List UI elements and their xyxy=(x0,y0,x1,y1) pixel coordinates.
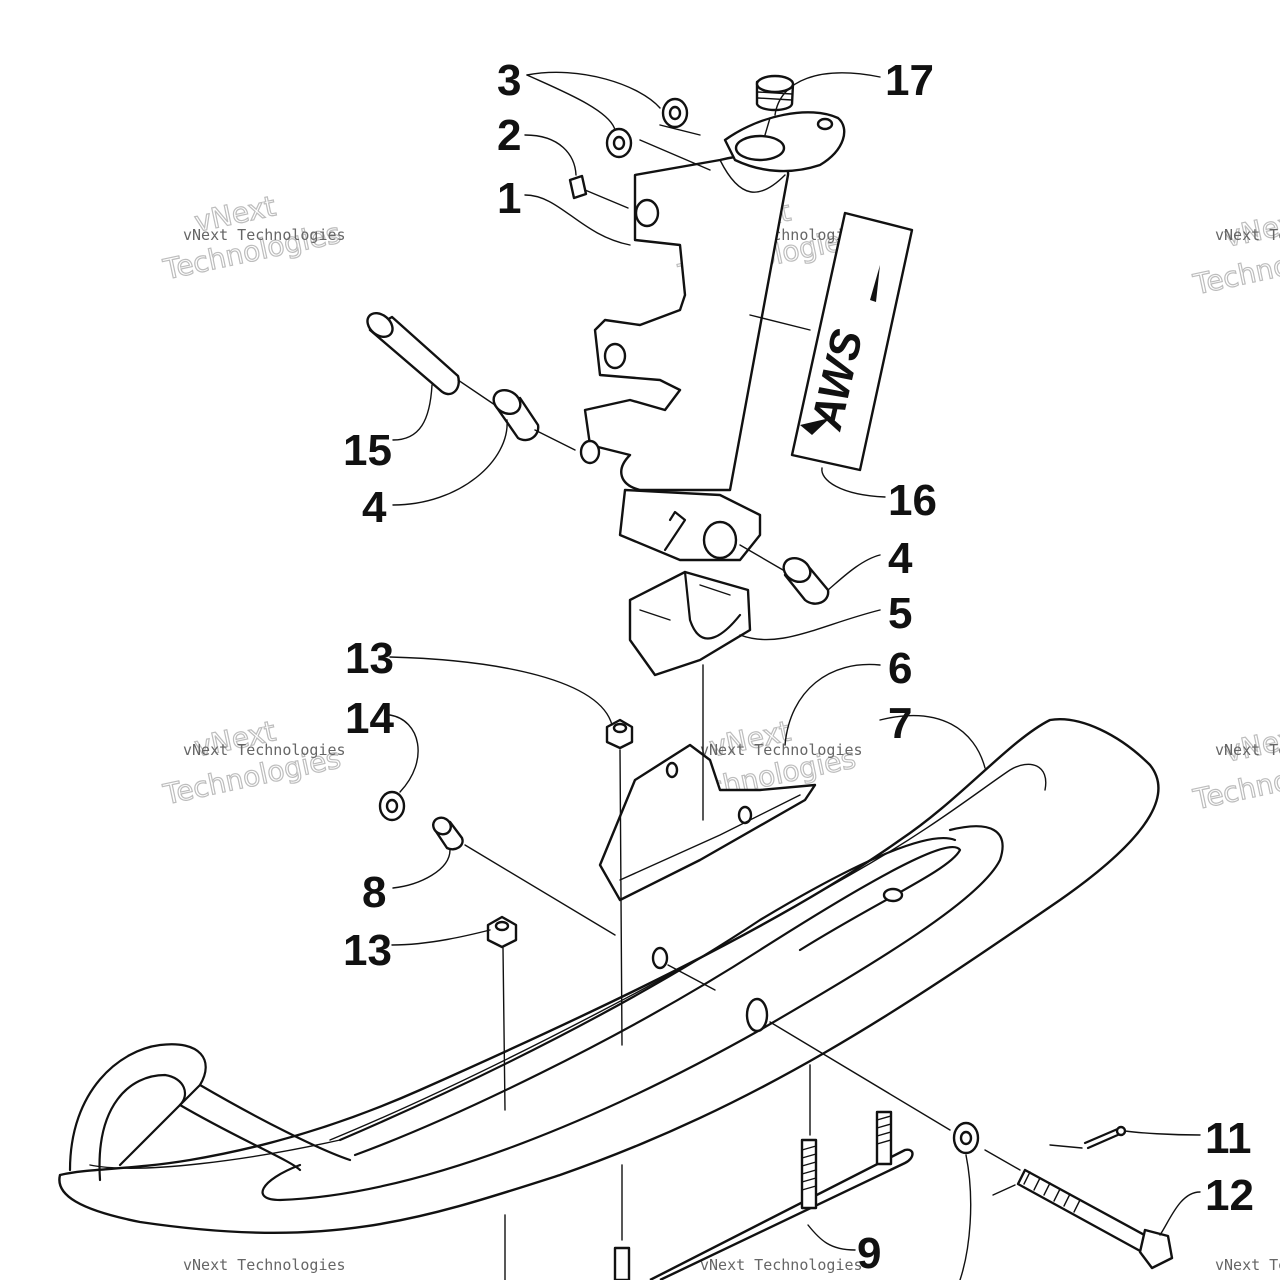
bushing-part-4-upper xyxy=(492,388,540,442)
callout-13-upper: 13 xyxy=(345,634,394,683)
grease-fitting-part-2 xyxy=(568,174,588,200)
callout-labels: 3 2 1 17 15 4 16 4 5 13 6 14 7 8 13 11 1… xyxy=(343,56,1254,1278)
callout-12: 12 xyxy=(1205,1171,1254,1220)
bushing-part-15 xyxy=(366,311,460,396)
bolt-part-12 xyxy=(1016,1168,1174,1270)
callout-6: 6 xyxy=(888,644,912,693)
washer-part-3 xyxy=(605,97,689,159)
callout-4-upper: 4 xyxy=(362,483,387,532)
callout-1: 1 xyxy=(497,174,521,223)
callout-16: 16 xyxy=(888,476,937,525)
watermark-text: vNext Technologies xyxy=(183,226,346,244)
wear-bar-part-9 xyxy=(613,1110,914,1280)
watermark-text: vNext Technologies xyxy=(183,741,346,759)
cap-part-17 xyxy=(755,74,795,112)
callout-15: 15 xyxy=(343,426,392,475)
callout-13-lower: 13 xyxy=(343,926,392,975)
callout-2: 2 xyxy=(497,111,521,160)
bushing-part-4-lower xyxy=(782,556,830,605)
callout-14: 14 xyxy=(345,694,394,743)
washer-ski xyxy=(952,1121,980,1155)
callout-3: 3 xyxy=(497,56,521,105)
callout-8: 8 xyxy=(362,868,386,917)
watermark-text: vNext Technologies xyxy=(1215,1256,1280,1274)
bushing-part-8 xyxy=(432,816,464,851)
leader-lines xyxy=(389,71,1201,1280)
callout-4-lower: 4 xyxy=(888,534,913,583)
callout-5: 5 xyxy=(888,589,912,638)
callout-7: 7 xyxy=(888,699,912,748)
bracket-part-6 xyxy=(598,743,817,902)
callout-17: 17 xyxy=(885,56,934,105)
ski-part-7 xyxy=(58,718,1160,1234)
watermark-text: vNext Technologies xyxy=(700,1256,863,1274)
callout-9: 9 xyxy=(857,1229,881,1278)
callout-11: 11 xyxy=(1205,1114,1252,1163)
watermark-text: vNext Technologies xyxy=(1215,741,1280,759)
nut-part-14 xyxy=(378,790,406,822)
watermark-text: vNext Technologies xyxy=(1215,226,1280,244)
nut-part-13-lower xyxy=(486,915,518,949)
watermark-text: vNext Technologies xyxy=(700,741,863,759)
ski-saddle-part-5 xyxy=(628,570,752,677)
spindle-part-1 xyxy=(579,111,846,562)
nut-part-13-upper xyxy=(605,718,634,750)
cotter-pin-part-11 xyxy=(1083,1125,1127,1150)
watermark-text: vNext Technologies xyxy=(183,1256,346,1274)
